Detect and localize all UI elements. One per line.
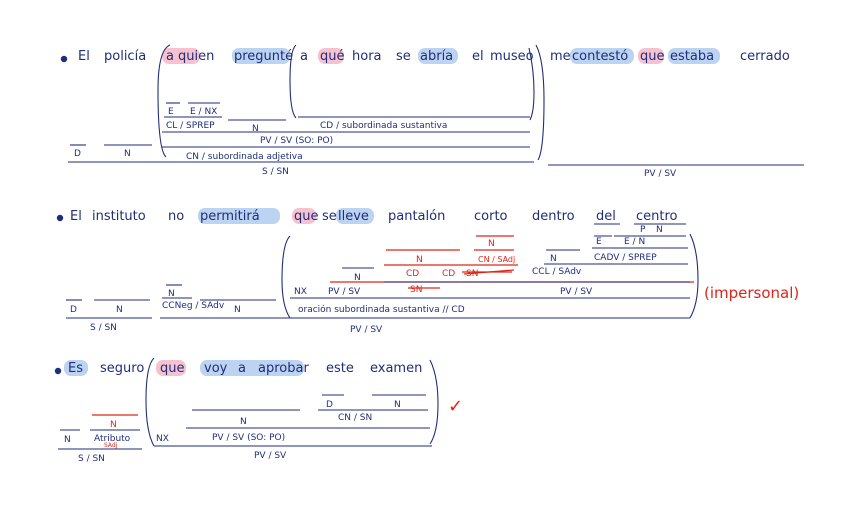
word: me <box>550 49 571 64</box>
label: N <box>234 305 241 315</box>
label: CN / SN <box>338 413 372 423</box>
word: cerrado <box>740 49 790 64</box>
label: N <box>240 417 247 427</box>
word: policía <box>104 49 146 64</box>
word: qué <box>320 49 345 64</box>
label: PV / SV <box>644 169 677 179</box>
label: N <box>354 273 361 283</box>
word: permitirá <box>200 209 260 224</box>
word: del <box>596 209 616 224</box>
word: El <box>78 49 90 64</box>
word: que <box>294 209 319 224</box>
label: PV / SV (SO: PO) <box>212 433 285 443</box>
label: CCL / SAdv <box>532 267 582 277</box>
word: que <box>160 361 185 376</box>
word: El <box>70 209 82 224</box>
correction-label: CN / SAdj <box>478 255 515 264</box>
word: se <box>322 209 337 224</box>
label: N <box>116 305 123 315</box>
sentence-1: El policía a quien pregunté a qué hora s… <box>60 44 804 179</box>
word: examen <box>370 361 422 376</box>
word: pregunté <box>234 49 293 64</box>
word: seguro <box>100 361 144 376</box>
label: N <box>394 400 401 410</box>
label: D <box>74 149 81 159</box>
label: S / SN <box>90 323 117 333</box>
label: oración subordinada sustantiva // CD <box>298 304 465 315</box>
word: museo <box>490 49 534 64</box>
label: CD / subordinada sustantiva <box>320 121 447 131</box>
label: CN / subordinada adjetiva <box>186 152 303 162</box>
label: E <box>168 107 174 117</box>
label: D <box>326 400 333 410</box>
word: pantalón <box>388 209 445 224</box>
label: N <box>168 289 175 299</box>
correction-label: SN <box>466 269 478 279</box>
correction-label: CD <box>406 269 419 279</box>
word: se <box>396 49 411 64</box>
word: el <box>472 49 484 64</box>
label: N <box>252 124 259 134</box>
word: corto <box>474 209 508 224</box>
correction-label: N <box>416 255 423 265</box>
word: lleve <box>338 209 369 224</box>
label: N <box>124 149 131 159</box>
label: PV / SV <box>328 287 361 297</box>
label: NX <box>294 287 307 297</box>
label: Atributo <box>94 434 131 444</box>
word: instituto <box>92 209 146 224</box>
word: abría <box>420 49 453 64</box>
label: PV / SV <box>560 287 593 297</box>
label: N <box>550 254 557 264</box>
correction-note: (impersonal) <box>704 284 799 302</box>
correction-label: N <box>488 239 495 249</box>
word: a <box>238 361 246 376</box>
word: estaba <box>670 49 714 64</box>
word: a <box>166 49 174 64</box>
label: E / NX <box>190 107 217 117</box>
label: P <box>640 225 646 235</box>
correction-label: CD <box>442 269 455 279</box>
correction-label: SN <box>410 285 422 295</box>
bullet <box>56 214 64 222</box>
label: CADV / SPREP <box>594 253 657 263</box>
label: N <box>64 435 71 445</box>
word: centro <box>636 209 678 224</box>
label: S / SN <box>78 454 105 464</box>
bullet <box>54 367 62 375</box>
label: E / N <box>624 237 645 247</box>
label: PV / SV <box>254 451 287 461</box>
word: no <box>168 209 184 224</box>
label: CL / SPREP <box>166 121 215 131</box>
label: CCNeg / SAdv <box>162 301 225 311</box>
word: a <box>300 49 308 64</box>
correction-label: N <box>110 420 117 430</box>
word: voy <box>204 361 228 376</box>
word: que <box>640 49 665 64</box>
label: E <box>596 237 602 247</box>
word: dentro <box>532 209 575 224</box>
label: N <box>656 225 663 235</box>
correction-label: SAdj <box>104 442 118 449</box>
label: NX <box>156 434 169 444</box>
check-mark-icon: ✓ <box>448 396 463 417</box>
word: quien <box>178 49 214 64</box>
label: PV / SV <box>350 325 383 335</box>
label: PV / SV (SO: PO) <box>260 136 333 146</box>
word: Es <box>68 361 83 376</box>
word: aprobar <box>258 361 309 376</box>
bullet <box>60 55 68 63</box>
label: D <box>70 305 77 315</box>
sentence-2: El instituto no permitirá que se lleve p… <box>56 208 799 335</box>
word: hora <box>352 49 382 64</box>
label: S / SN <box>262 167 289 177</box>
sentence-3: Es seguro que voy a aprobar este examen … <box>54 357 463 464</box>
word: este <box>326 361 354 376</box>
word: contestó <box>572 49 628 64</box>
